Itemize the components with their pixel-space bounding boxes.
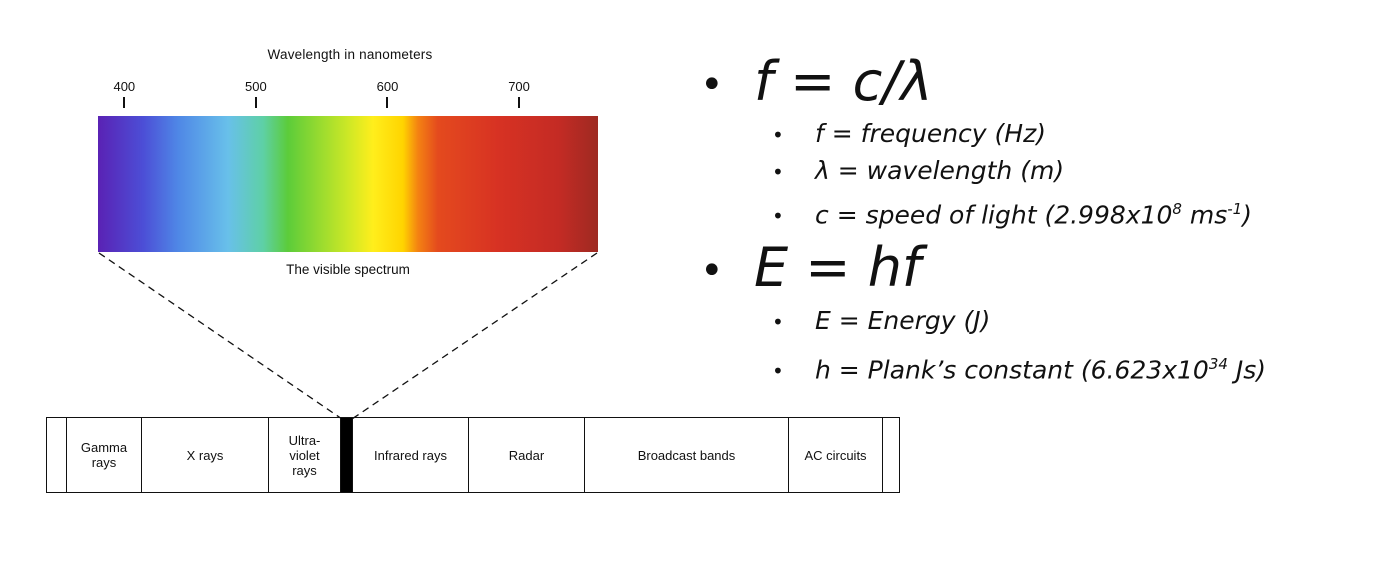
tick-mark xyxy=(518,97,521,108)
formula-item-text: ) xyxy=(1242,200,1252,230)
band-cell xyxy=(47,418,67,492)
axis-title: Wavelength in nanometers xyxy=(267,47,433,62)
formula-item-text: h = Plank’s constant (6.623x10 xyxy=(815,355,1209,385)
band-cell: X rays xyxy=(142,418,269,492)
frequency-formula: • f = c/λ xyxy=(700,46,932,121)
formula-item-text: f = frequency (Hz) xyxy=(815,119,1046,148)
bullet-icon: • xyxy=(772,204,784,229)
tick-mark xyxy=(123,97,126,108)
cone-line-left xyxy=(98,252,343,420)
band-cell: Ultra- violet rays xyxy=(269,418,341,492)
bullet-icon: • xyxy=(772,310,784,334)
formula-item-text: Js) xyxy=(1227,355,1267,385)
bullet-icon: • xyxy=(700,248,724,295)
bullet-icon: • xyxy=(772,123,784,147)
formula-item-frequency: • f = frequency (Hz) xyxy=(772,115,1046,154)
band-cell: AC circuits xyxy=(789,418,883,492)
formula-item-planck-constant: • h = Plank’s constant (6.623x1034 Js) xyxy=(772,345,1266,390)
bullet-icon: • xyxy=(700,62,724,109)
band-cell: Broadcast bands xyxy=(585,418,789,492)
band-cell: Infrared rays xyxy=(353,418,469,492)
frequency-equation: f = c/λ xyxy=(754,50,933,113)
visible-spectrum-bar xyxy=(98,116,598,252)
formula-item-energy: • E = Energy (J) xyxy=(772,302,990,341)
formula-item-text: c = speed of light (2.998x10 xyxy=(815,200,1173,230)
exponent: 8 xyxy=(1172,200,1182,218)
band-cell xyxy=(883,418,898,492)
tick-mark xyxy=(386,97,389,108)
formula-item-wavelength: • λ = wavelength (m) xyxy=(772,152,1064,191)
formula-item-text: E = Energy (J) xyxy=(815,306,991,335)
formula-item-speed-of-light: • c = speed of light (2.998x108 ms-1) xyxy=(772,190,1252,235)
formula-item-text: ms xyxy=(1181,200,1228,230)
cone-line-right xyxy=(351,252,598,420)
tick-label: 700 xyxy=(508,79,530,94)
energy-formula: • E = hf xyxy=(700,232,921,307)
bullet-icon: • xyxy=(772,359,784,384)
tick-label: 400 xyxy=(113,79,136,94)
formula-item-text: λ = wavelength (m) xyxy=(815,156,1065,185)
exponent: 34 xyxy=(1208,355,1228,373)
tick-label: 500 xyxy=(245,79,267,94)
band-visible-light xyxy=(341,418,353,492)
band-cell: Radar xyxy=(469,418,585,492)
band-cell: Gamma rays xyxy=(67,418,142,492)
energy-equation: E = hf xyxy=(754,236,921,299)
bullet-icon: • xyxy=(772,160,784,184)
visible-spectrum-caption: The visible spectrum xyxy=(286,262,410,277)
exponent: -1 xyxy=(1227,200,1243,218)
tick-label: 600 xyxy=(376,79,399,94)
tick-mark xyxy=(254,97,257,108)
